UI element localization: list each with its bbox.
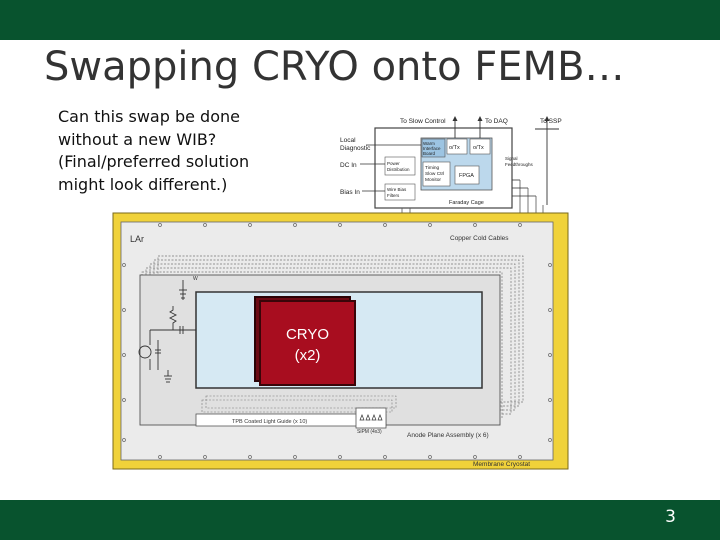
body-line: might look different.): [58, 174, 228, 194]
local-diagnostic-label: Local: [340, 137, 356, 144]
local-diagnostic-label: Diagnostic: [340, 145, 371, 152]
timing-box: [422, 161, 451, 187]
cryostat-corrugations: [122, 223, 552, 459]
cryo-count: (x2): [294, 347, 321, 364]
bias-in-label: Bias In: [340, 189, 360, 196]
otx-box-1: [446, 138, 468, 155]
light-guide-stack: [201, 395, 397, 413]
sipm-label: SiPM (4x3): [357, 429, 382, 435]
body-line: (Final/preferred solution: [58, 152, 250, 171]
timing-label: Timing: [425, 165, 440, 171]
sipm-box: [355, 407, 387, 429]
power-distribution-label: Power: [387, 161, 400, 166]
to-slow-control-label: To Slow Control: [400, 118, 446, 125]
lar-label: LAr: [130, 234, 144, 244]
to-ssp-label: To SSP: [540, 118, 562, 125]
body-text: Can this swap be done without a new WIB?…: [58, 106, 308, 196]
faraday-cage-label: Faraday Cage: [449, 200, 484, 206]
otx-box-2: [469, 138, 491, 155]
warm-interface-board: [421, 138, 446, 158]
cryo-label: CRYO: [285, 326, 330, 343]
fpga-label: FPGA: [459, 173, 474, 179]
membrane-cryostat-label: Membrane Cryostat: [473, 461, 530, 468]
arrow-head: [452, 116, 458, 121]
otx-label: o/Tx: [449, 145, 460, 151]
fpga-box: [454, 165, 480, 185]
sipm-diodes: [359, 414, 383, 421]
tpb-light-guide-label: TPB Coated Light Guide (x 10): [232, 419, 307, 425]
arrow-head: [477, 116, 483, 121]
bottom-bar: [0, 500, 720, 540]
bias-circuit: [138, 280, 196, 383]
power-distribution-label: Distribution: [387, 167, 410, 172]
power-distribution-box: [384, 156, 416, 176]
dc-in-label: DC In: [340, 162, 357, 169]
body-line: without a new WIB?: [58, 129, 217, 149]
otx-label: o/Tx: [473, 145, 484, 151]
wire-bias-box: [384, 183, 416, 201]
warm-interface-label: Warm: [423, 141, 435, 146]
wire-bias-label: Wire Bias: [387, 187, 407, 192]
signal-feedthroughs-label: Signal: [505, 156, 518, 161]
arrow-head: [544, 116, 550, 121]
warm-interface-label: Interface: [423, 146, 441, 151]
copper-cold-cables-label: Copper Cold Cables: [450, 235, 509, 242]
warm-interface-label: Board: [423, 151, 436, 156]
wire-bias-label: Filters: [387, 193, 400, 198]
wire-label: W: [193, 276, 198, 282]
top-bar: [0, 0, 720, 40]
timing-label: Monitor: [425, 177, 441, 183]
page-number: 3: [665, 507, 676, 527]
slide-title: Swapping CRYO onto FEMB…: [44, 44, 625, 90]
anode-plane-assembly-label: Anode Plane Assembly (x 6): [407, 432, 489, 439]
timing-label: Slow Ctrl: [425, 171, 444, 177]
cryo-block: CRYO (x2): [259, 300, 356, 386]
body-line: Can this swap be done: [58, 107, 240, 126]
to-daq-label: To DAQ: [485, 118, 508, 125]
signal-feedthroughs-label: Feedthroughs: [505, 162, 534, 167]
